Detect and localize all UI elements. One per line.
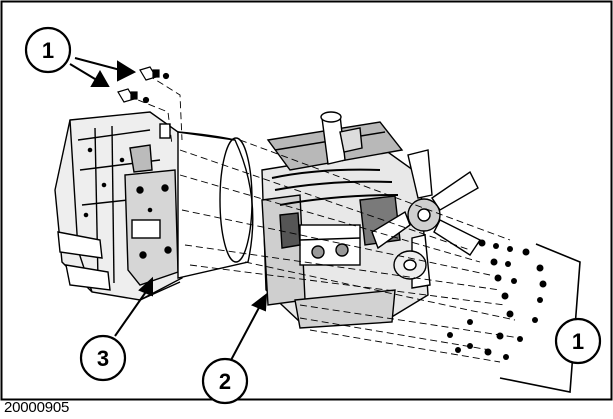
bolt-set-top: [117, 66, 170, 104]
callout-1-right: 1: [554, 317, 602, 365]
callout-2-label: 2: [219, 369, 231, 394]
callout-1-top-label: 1: [42, 38, 54, 63]
leader-arrows: [69, 57, 268, 363]
cooling-fan: [371, 149, 482, 289]
callout-3: 3: [79, 334, 127, 382]
callout-1-top: 1: [24, 26, 72, 74]
alignment-lines: [127, 74, 521, 363]
callout-1-right-label: 1: [572, 329, 584, 354]
callout-3-label: 3: [97, 346, 109, 371]
callout-2: 2: [201, 357, 249, 405]
bolt-set-right: [447, 239, 547, 360]
figure-id-label: 20000905: [4, 399, 70, 416]
air-inlet-pipe: [320, 111, 363, 165]
